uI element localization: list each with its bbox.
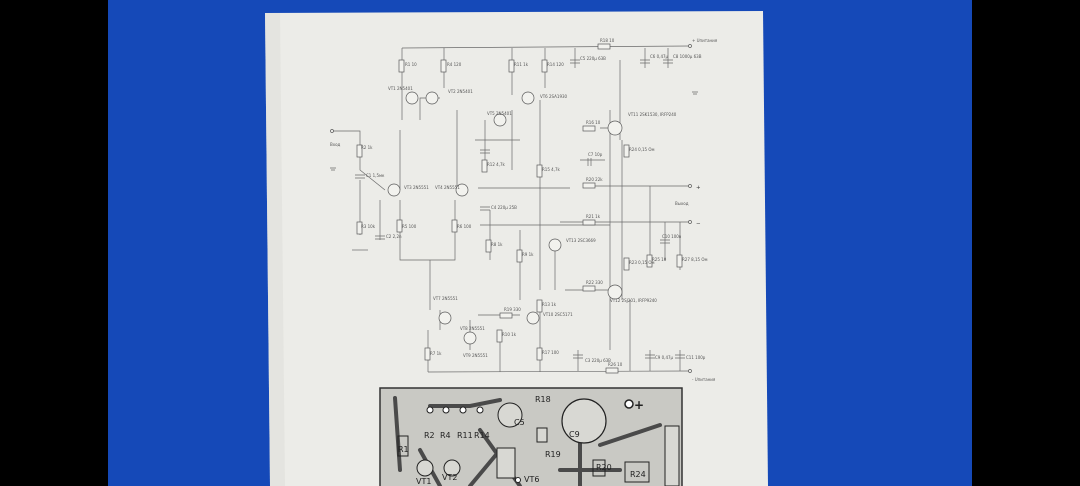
part-label: R11 1k <box>514 62 529 67</box>
part-label: C9 0,47μ <box>655 355 674 360</box>
part-label: VT6 2SA1930 <box>540 94 568 99</box>
part-label: VT2 2N5401 <box>448 89 473 94</box>
part-label: C4 220μ 25В <box>491 205 517 210</box>
part-label: VT9 2N5551 <box>463 353 488 358</box>
pcb-label: R24 <box>630 470 646 479</box>
part-label: R5 100 <box>402 224 417 229</box>
part-label: R7 1k <box>430 351 442 356</box>
pcb-label: VT1 <box>416 477 431 486</box>
part-label: R19 330 <box>504 307 521 312</box>
part-label: C10 100n <box>662 234 682 239</box>
part-label: R3 10k <box>361 224 376 229</box>
part-label: R23 0,15 Ом <box>629 260 655 265</box>
part-label: VT13 2SC3669 <box>566 238 596 243</box>
output-minus-label: − <box>696 221 701 227</box>
part-label: C11 100p <box>686 355 706 360</box>
pcb-plus-label: + <box>634 398 644 412</box>
part-label: C6 0,47μ <box>650 54 669 59</box>
part-label: R13 1k <box>542 302 557 307</box>
part-label: C8 1000μ 63В <box>673 54 702 59</box>
part-label: R10 1k <box>502 332 517 337</box>
part-label: R16 10 <box>586 120 601 125</box>
part-label: C1 1,5мк <box>366 173 385 178</box>
schematic-parts <box>330 43 698 374</box>
part-label: R2 1k <box>361 145 373 150</box>
input-label: Вход <box>330 142 341 147</box>
schematic-wires <box>332 45 691 373</box>
pcb-label: R2 <box>424 431 435 440</box>
supply-pos-label: + Uпитания <box>692 38 718 43</box>
part-label: R12 4,7k <box>487 162 506 167</box>
pcb-label: R19 <box>545 450 561 459</box>
output-plus-label: + <box>696 185 701 191</box>
part-label: VT5 2N5401 <box>487 111 512 116</box>
part-label: R27 8,15 Ом <box>682 257 708 262</box>
part-label: VT1 2N5401 <box>388 86 413 91</box>
pcb-layout: R2 R4 R11 R14 C5 R18 C9 R19 R1 VT1 VT2 V… <box>379 387 683 486</box>
pcb-label: R18 <box>535 395 551 404</box>
part-label: R25 10 <box>652 257 667 262</box>
part-label: VT10 2SC5171 <box>543 312 573 317</box>
part-label: VT3 2N5551 <box>404 185 429 190</box>
part-label: VT4 2N5551 <box>435 185 460 190</box>
part-label: VT12 2SJ201, IRFP9240 <box>610 298 657 303</box>
part-label: R1 10 <box>405 62 417 67</box>
paper <box>265 11 768 486</box>
pcb-label: C9 <box>569 430 580 439</box>
part-label: R26 10 <box>608 362 623 367</box>
part-label: C2 2,2n <box>386 234 402 239</box>
pcb-capacitor <box>561 398 607 444</box>
part-label: R8 1k <box>491 242 503 247</box>
part-label: R14 120 <box>547 62 564 67</box>
part-label: R18 10 <box>600 38 615 43</box>
part-label: R22 330 <box>586 280 603 285</box>
part-label: R15 4,7k <box>542 167 561 172</box>
part-label: R4 120 <box>447 62 462 67</box>
part-label: R6 100 <box>457 224 472 229</box>
part-label: VT11 2SK1530, IRFP240 <box>628 112 677 117</box>
part-label: C7 10p <box>588 152 603 157</box>
part-label: R9 1k <box>522 252 534 257</box>
part-label: R17 100 <box>542 350 559 355</box>
part-label: C3 220μ 63В <box>585 358 611 363</box>
pcb-label: C5 <box>514 418 525 427</box>
part-label: R20 22k <box>586 177 603 182</box>
part-label: VT8 2N5551 <box>460 326 485 331</box>
pcb-label: VT6 <box>524 475 539 484</box>
pcb-label: R4 <box>440 431 451 440</box>
part-label: R21 1k <box>586 214 601 219</box>
schematic-labels: + Uпитания - Uпитания Вход Выход + − R2 … <box>330 38 718 382</box>
pcb-label: VT2 <box>442 473 457 482</box>
part-label: VT7 2N5551 <box>433 296 458 301</box>
pcb-label: R20 <box>596 463 612 472</box>
pcb-capacitor <box>497 402 523 428</box>
pcb-label: R14 <box>474 431 490 440</box>
part-label: C5 220μ 63В <box>580 56 606 61</box>
part-label: R24 0,15 Ом <box>629 147 655 152</box>
supply-neg-label: - Uпитания <box>692 377 716 382</box>
output-label: Выход <box>675 201 689 206</box>
pcb-label: R11 <box>457 431 473 440</box>
pcb-label: R1 <box>398 445 409 454</box>
